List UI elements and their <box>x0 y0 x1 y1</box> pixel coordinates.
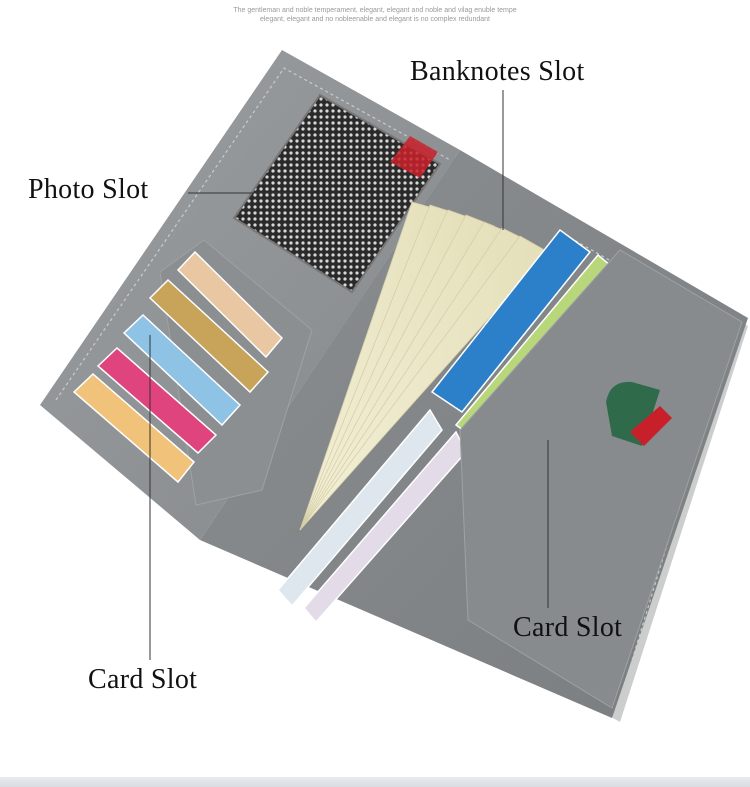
label-card-slot-right: Card Slot <box>513 612 623 643</box>
tagline-line-1: The gentleman and noble temperament, ele… <box>233 7 517 14</box>
stitch-line <box>55 67 451 401</box>
card-pink <box>96 346 218 455</box>
footer-bar <box>0 777 750 787</box>
tagline-line-2: elegant, elegant and no nobleenable and … <box>259 16 490 23</box>
card-blue <box>122 313 242 427</box>
label-banknotes-slot: Banknotes Slot <box>410 56 585 87</box>
banknotes-fan <box>299 201 549 531</box>
banknote <box>299 235 549 531</box>
card-gold <box>148 278 270 394</box>
photo-window-red-badge <box>390 136 438 178</box>
tagline: The gentleman and noble temperament, ele… <box>0 6 750 24</box>
label-photo-slot: Photo Slot <box>28 174 149 205</box>
red-card-edge <box>630 406 672 446</box>
bank-card-blue <box>430 228 592 414</box>
left-card-stack <box>72 250 284 484</box>
card-yellow <box>72 372 196 484</box>
photo-window <box>232 93 442 294</box>
label-card-slot-left: Card Slot <box>88 664 198 695</box>
long-card-blue <box>277 408 443 608</box>
card-beige <box>176 250 284 359</box>
right-pocket <box>459 249 743 709</box>
